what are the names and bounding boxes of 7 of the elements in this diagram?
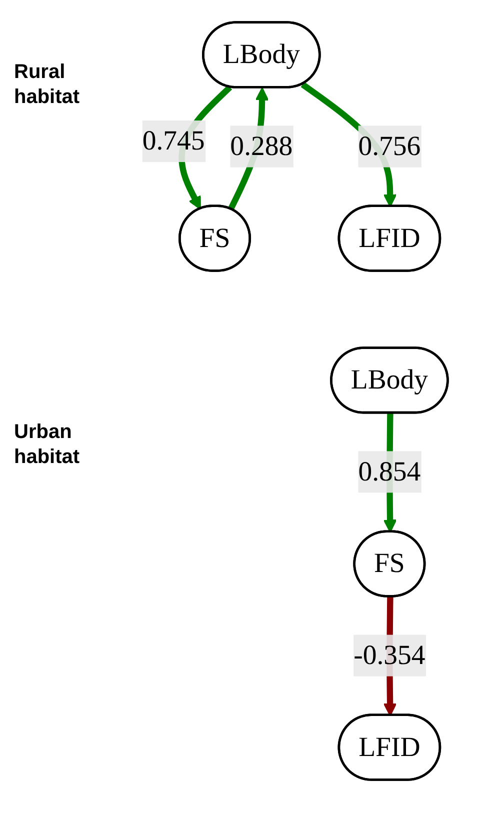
edge-label: 0.756: [358, 130, 421, 162]
edge-label: 0.745: [142, 125, 205, 156]
panel-heading: Urban habitat: [14, 420, 81, 470]
edge-label: 0.854: [358, 456, 421, 487]
edge-label: 0.288: [230, 130, 293, 162]
edge-label: -0.354: [354, 639, 426, 670]
panel-heading: Rural habitat: [14, 60, 81, 110]
